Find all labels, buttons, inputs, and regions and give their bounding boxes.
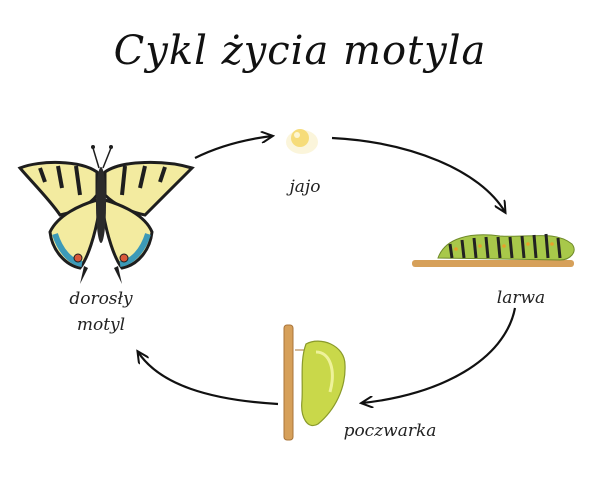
arrow-egg-to-larva bbox=[331, 136, 505, 212]
pupa-illustration bbox=[283, 324, 346, 441]
butterfly-illustration bbox=[17, 145, 195, 284]
stage-label-adult: dorosły motyl bbox=[56, 286, 146, 338]
stage-label-pupa: poczwarka bbox=[343, 421, 437, 441]
stage-label-egg: jajo bbox=[289, 177, 321, 197]
page-title: Cykl życia motyla bbox=[113, 28, 487, 74]
stage-label-adult-line1: dorosły bbox=[69, 289, 133, 309]
egg-illustration bbox=[286, 129, 318, 154]
arrow-pupa-to-adult bbox=[138, 352, 279, 406]
caterpillar-illustration bbox=[412, 233, 575, 267]
stage-label-larva: larwa bbox=[496, 288, 546, 308]
stage-label-adult-line2: motyl bbox=[76, 315, 126, 335]
arrow-larva-to-pupa bbox=[362, 307, 517, 403]
arrow-adult-to-egg bbox=[194, 136, 272, 159]
